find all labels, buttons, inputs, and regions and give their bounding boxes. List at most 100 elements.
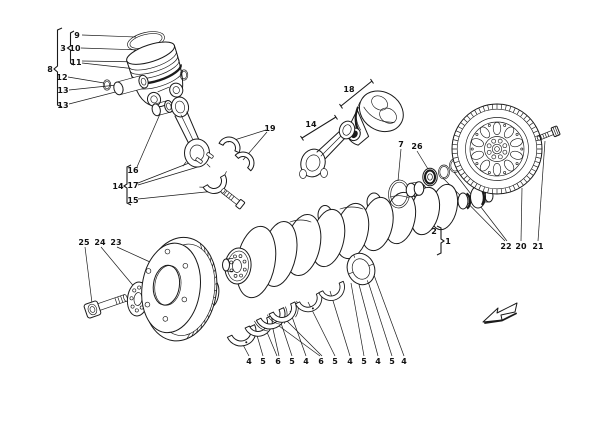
pulley-groove-line (213, 296, 216, 299)
callout-26: 26 (411, 142, 423, 151)
callout-22: 22 (500, 242, 511, 251)
flywheel-tooth (460, 122, 465, 126)
callout-5: 5 (332, 357, 338, 366)
callout-20: 20 (515, 242, 527, 251)
callout-14: 14 (305, 120, 317, 129)
flywheel-tooth (452, 139, 458, 141)
flywheel-tooth (463, 175, 468, 180)
rod-stud-drawing (220, 188, 246, 210)
flywheel-tooth (529, 172, 534, 176)
flywheel-tooth (529, 122, 534, 126)
flywheel-tooth (516, 183, 520, 189)
flywheel-hole (479, 159, 491, 172)
callout-16: 16 (127, 166, 139, 175)
flywheel-tooth (531, 126, 537, 130)
callout-brackets (53, 27, 445, 256)
flywheel-tooth (455, 130, 461, 133)
flywheel-hole (510, 150, 523, 160)
callout-5: 5 (389, 357, 395, 366)
flange-bolt-hole (239, 273, 243, 278)
leader-lines (67, 34, 546, 357)
pulley-bolt-drawing (83, 294, 128, 319)
pulley-groove-line (209, 308, 212, 312)
flywheel-tooth (509, 187, 512, 192)
pulley-groove-line (214, 283, 218, 285)
callout-18: 18 (343, 85, 355, 94)
flywheel-tooth (533, 130, 539, 133)
flywheel-tooth (513, 185, 516, 191)
callout-5: 5 (289, 357, 295, 366)
pulley-groove-line (196, 327, 199, 334)
flywheel-hub-hole (486, 143, 492, 149)
direction-arrow-icon (482, 302, 518, 324)
flywheel-tooth (470, 112, 474, 117)
pulley-groove-line (204, 246, 206, 253)
bearing-drawing (422, 167, 438, 187)
flywheel-tooth (455, 165, 461, 168)
flywheel-tooth (470, 181, 474, 186)
callout-11: 11 (70, 58, 82, 67)
flywheel-tooth (466, 178, 471, 183)
flywheel-hole (510, 138, 523, 148)
pulley-hole (162, 316, 169, 322)
flywheel-tooth (457, 168, 463, 172)
flywheel-tooth (526, 118, 531, 123)
callout-4: 4 (246, 357, 252, 366)
flywheel-drawing (451, 103, 543, 195)
flywheel-tooth (505, 104, 507, 110)
flywheel-tooth (513, 107, 516, 113)
flywheel-tooth (531, 168, 537, 172)
pulley-groove-line (207, 251, 209, 257)
flange-bolt-hole (229, 268, 234, 273)
callout-10: 10 (69, 44, 81, 53)
callout-8: 8 (47, 65, 53, 74)
pulley-groove-line (199, 242, 203, 250)
flywheel-tooth (520, 181, 524, 186)
flywheel-tooth (505, 188, 507, 194)
flywheel-tooth (509, 106, 512, 111)
wrist-pin-drawing (113, 74, 149, 96)
flywheel-rivet (470, 147, 474, 151)
washer-hole (132, 288, 137, 293)
flywheel-tooth (452, 157, 458, 159)
flywheel-tooth (460, 172, 465, 176)
flywheel-hub-hole (491, 154, 497, 160)
flywheel-tooth (523, 115, 528, 120)
flywheel-tooth (526, 175, 531, 180)
flywheel-tooth (533, 165, 539, 168)
pulley-groove-line (204, 319, 206, 324)
pulley-groove-line (214, 290, 217, 292)
flange-bolt-hole (229, 260, 234, 265)
flywheel-tooth (487, 104, 489, 110)
callout-13: 13 (57, 101, 68, 110)
flywheel-tooth (482, 187, 485, 192)
flywheel-hole (471, 150, 484, 160)
flywheel-tooth (457, 126, 463, 130)
flywheel-hub-hole (502, 149, 508, 155)
washer-hole (134, 308, 139, 313)
flywheel-tooth (516, 109, 520, 115)
flywheel-hole (492, 162, 502, 177)
flywheel-rivet (515, 162, 519, 166)
callout-23: 23 (110, 238, 121, 247)
flywheel-tooth (454, 161, 459, 164)
flywheel-tooth (463, 118, 468, 123)
pulley-groove-line (210, 256, 212, 262)
flywheel-tooth (478, 107, 481, 113)
callout-4: 4 (347, 357, 353, 366)
flywheel-hole (503, 159, 515, 172)
callout-14: 14 (112, 182, 124, 191)
flange-bolt-hole (242, 259, 247, 264)
flange-bolt-hole (238, 254, 243, 258)
flywheel-rivet (475, 132, 479, 136)
flywheel-hole (471, 138, 484, 148)
flywheel-hub-hole (486, 149, 492, 155)
flywheel-rivet (487, 123, 491, 127)
flywheel-hole (479, 126, 491, 139)
pulley-groove-line (214, 275, 217, 279)
flywheel-hub-hole (497, 154, 503, 160)
flywheel-tooth (487, 188, 489, 194)
washer-hole (137, 285, 142, 290)
